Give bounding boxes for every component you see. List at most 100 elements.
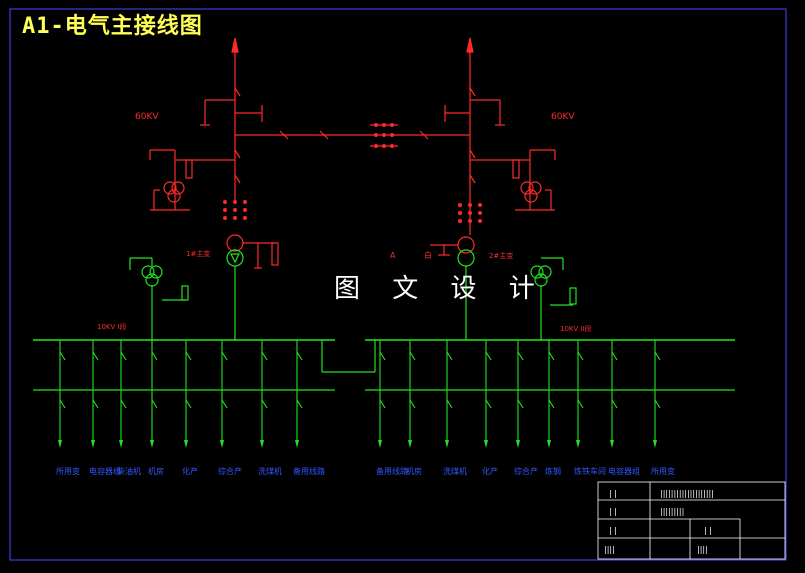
feeder-label: 电容器组 (89, 466, 121, 476)
feeder-switch-upper (151, 351, 158, 361)
feeder-switch-upper (120, 351, 127, 361)
feeder-switch-lower (577, 399, 584, 409)
feeder-switch-upper (59, 351, 66, 361)
feeder-label: 所用变 (56, 466, 80, 476)
feeder-switch-upper (261, 351, 268, 361)
feeder-switch-upper (221, 351, 228, 361)
feeder-label: 备用线路 (293, 466, 325, 476)
feeder-switch-upper (485, 351, 492, 361)
feeder-label: 机房 (406, 466, 422, 476)
feeder-label: 柴油机 (117, 466, 141, 476)
feeder-switch-upper (296, 351, 303, 361)
feeder-switch-lower (221, 399, 228, 409)
feeder-10: 机房 (406, 340, 422, 476)
feeder-label: 化产 (182, 466, 198, 476)
feeder-switch-lower (446, 399, 453, 409)
feeder-switch-lower (261, 399, 268, 409)
feeder-arrow (260, 440, 264, 448)
titleblock-r3c2: | | (704, 526, 712, 535)
feeder-17: 所用变 (651, 340, 675, 476)
feeder-arrow (653, 440, 657, 448)
feeder-arrow (408, 440, 412, 448)
feeder-12: 化产 (482, 340, 498, 476)
feeder-switch-lower (409, 399, 416, 409)
hv-section (149, 37, 556, 269)
feeder-arrow (610, 440, 614, 448)
feeder-switch-upper (185, 351, 192, 361)
feeder-switch-upper (654, 351, 661, 361)
feeder-arrow (58, 440, 62, 448)
feeder-switch-upper (92, 351, 99, 361)
titleblock-r4c2: |||| (697, 545, 708, 554)
feeder-3: 柴油机 (117, 340, 141, 476)
feeder-label: 所用变 (651, 466, 675, 476)
feeder-arrow (576, 440, 580, 448)
feeder-switch-lower (379, 399, 386, 409)
feeder-switch-lower (92, 399, 99, 409)
feeder-label: 综合产 (514, 466, 538, 476)
watermark-text: 图 文 设 计 (334, 274, 547, 304)
feeder-switch-lower (654, 399, 661, 409)
feeder-switch-lower (485, 399, 492, 409)
titleblock-r4c1: |||| (604, 545, 615, 554)
feeder-label: 综合产 (218, 466, 242, 476)
titleblock-r1c2: |||||||||||||||||||| (660, 489, 714, 498)
feeder-14: 炼钢 (545, 340, 561, 476)
feeder-label: 洗煤机 (258, 466, 282, 476)
feeder-arrow (119, 440, 123, 448)
feeder-1: 所用变 (56, 340, 80, 476)
feeder-label: 机房 (148, 466, 164, 476)
feeder-switch-lower (517, 399, 524, 409)
label-60kv-right: 60KV (551, 112, 575, 122)
feeder-arrow (547, 440, 551, 448)
feeder-5: 化产 (182, 340, 198, 476)
feeder-label: 化产 (482, 466, 498, 476)
feeder-group: 所用变电容器组柴油机机房化产综合产洗煤机备用线路备用线路机房洗煤机化产综合产炼钢… (56, 340, 675, 476)
feeder-6: 综合产 (218, 340, 242, 476)
label-small-left: A (390, 251, 396, 260)
feeder-label: 电容器组 (608, 466, 640, 476)
feeder-arrow (484, 440, 488, 448)
titleblock-r1c1: | | (609, 489, 617, 498)
label-bus-1: 10KV I段 (97, 322, 127, 331)
feeder-switch-lower (120, 399, 127, 409)
feeder-switch-lower (151, 399, 158, 409)
feeder-16: 电容器组 (608, 340, 640, 476)
feeder-switch-lower (548, 399, 555, 409)
feeder-arrow (91, 440, 95, 448)
feeder-arrow (295, 440, 299, 448)
feeder-15: 炼铁车间 (574, 340, 606, 476)
feeder-arrow (184, 440, 188, 448)
label-60kv-left: 60KV (135, 112, 159, 122)
titleblock-r2c1: | | (609, 507, 617, 516)
title-block (597, 481, 786, 560)
label-transformer-2: 2#主变 (489, 251, 513, 260)
feeder-2: 电容器组 (89, 340, 121, 476)
feeder-switch-upper (446, 351, 453, 361)
label-transformer-1: 1#主变 (186, 249, 210, 258)
feeder-switch-upper (379, 351, 386, 361)
feeder-7: 洗煤机 (258, 340, 282, 476)
label-bus-2: 10KV II段 (560, 324, 592, 333)
feeder-arrow (378, 440, 382, 448)
feeder-arrow (445, 440, 449, 448)
feeder-arrow (150, 440, 154, 448)
feeder-switch-upper (611, 351, 618, 361)
feeder-switch-upper (548, 351, 555, 361)
feeder-switch-lower (296, 399, 303, 409)
drawing-title: A1-电气主接线图 (22, 14, 203, 39)
feeder-label: 洗煤机 (443, 466, 467, 476)
feeder-label: 备用线路 (376, 466, 408, 476)
feeder-13: 综合产 (514, 340, 538, 476)
feeder-switch-lower (611, 399, 618, 409)
feeder-switch-upper (577, 351, 584, 361)
lv-section (33, 249, 735, 391)
feeder-11: 洗煤机 (443, 340, 467, 476)
feeder-switch-upper (409, 351, 416, 361)
drawing-border (9, 8, 787, 561)
feeder-label: 炼钢 (545, 466, 561, 476)
feeder-arrow (516, 440, 520, 448)
feeder-switch-upper (517, 351, 524, 361)
